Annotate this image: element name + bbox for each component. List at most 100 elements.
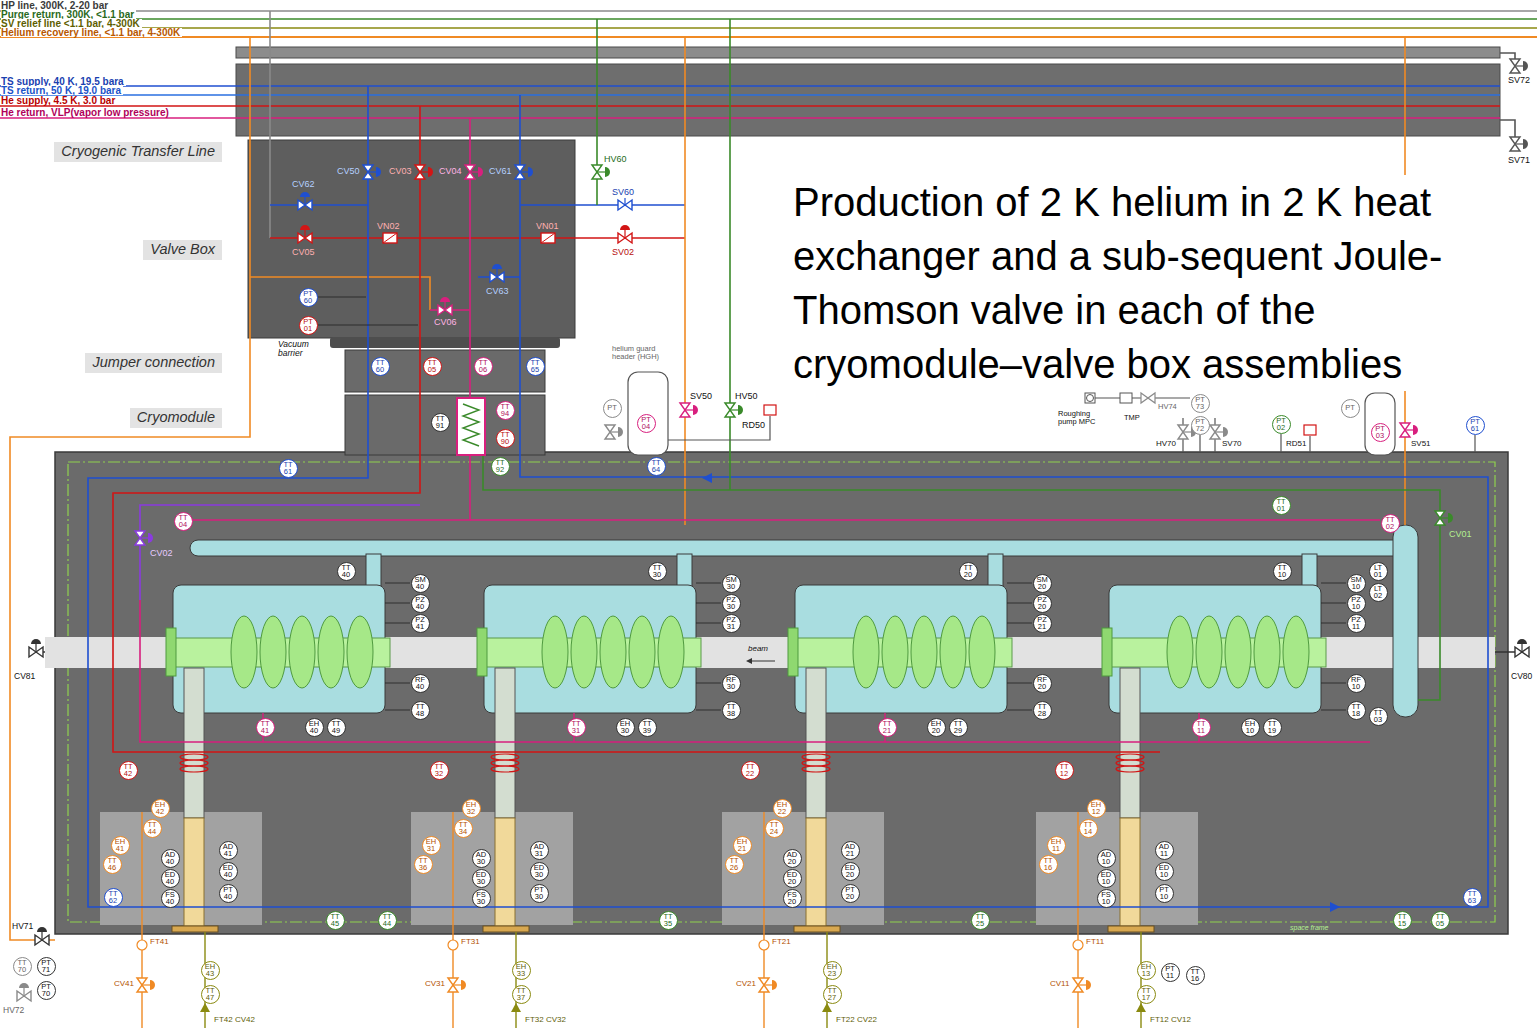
tag-label: FT32 CV32 (525, 1016, 566, 1025)
rupture-disc (764, 405, 776, 415)
instrument-tag: EH 42 (153, 801, 168, 816)
instrument-bubble: TT 12 (1055, 761, 1074, 780)
cryomodule-vessel (722, 554, 1032, 1028)
instrument-tag: TT 12 (1057, 763, 1072, 778)
flow-arrow (702, 473, 1340, 912)
instrument-tag: TT 30 (650, 564, 665, 579)
instrument-tag: TT 21 (880, 720, 895, 735)
instrument-tag: TT 20 (961, 564, 976, 579)
instrument-tag: TT 31 (569, 720, 584, 735)
instrument-bubble: PT 61 (1466, 416, 1485, 435)
instrument-tag: RF 20 (1035, 676, 1050, 691)
instrument-tag: TT 90 (498, 431, 513, 446)
tag-label: HV50 (735, 392, 758, 402)
valve-symbol (1400, 423, 1418, 437)
tag-label: SV70 (1222, 440, 1242, 449)
instrument-tag: AD 41 (221, 843, 236, 858)
instrument-bubble: PZ 21 (1033, 614, 1052, 633)
valve-box (345, 350, 545, 392)
instrument-bubble: TT 21 (878, 718, 897, 737)
tag-label: CV50 (337, 167, 360, 177)
instrument-tag: EH 30 (618, 720, 633, 735)
process-line (269, 11, 271, 238)
instrument-tag: PZ 41 (413, 616, 428, 631)
instrument-tag: EH 10 (1243, 720, 1258, 735)
tag-label: CV11 (1050, 980, 1069, 989)
instrument-bubble: PT 04 (637, 414, 656, 433)
instrument-tag: TT 26 (727, 857, 742, 872)
instrument-tag: TT 06 (476, 359, 491, 374)
instrument-bubble: AD 10 (1097, 849, 1116, 868)
instrument-bubble: TT 15 (1393, 911, 1412, 930)
instrument-tag: EH 40 (307, 720, 322, 735)
process-line (520, 204, 685, 206)
instrument-bubble: PT 20 (841, 884, 860, 903)
instrument-bubble: LT 01 (1369, 562, 1388, 581)
tag-label: SV72 (1508, 76, 1530, 86)
instrument-bubble: TT 06 (474, 357, 493, 376)
instrument-bubble: PT 11 (1161, 963, 1180, 982)
instrument-tag: EH 33 (514, 963, 529, 978)
instrument-bubble: PZ 20 (1033, 594, 1052, 613)
instrument-bubble: ED 20 (841, 862, 860, 881)
tag-label: Vacuum barrier (278, 340, 320, 359)
vacuum-pump (1120, 393, 1132, 403)
valve-symbol (605, 425, 623, 439)
instrument-tag: EH 41 (113, 838, 128, 853)
process-line (470, 519, 1380, 521)
instrument-tag: TT 91 (433, 415, 448, 430)
process-line (0, 117, 1500, 119)
instrument-bubble: TT 25 (971, 911, 990, 930)
instrument-bubble: TT 28 (1033, 701, 1052, 720)
instrument-tag: TT 27 (825, 987, 840, 1002)
instrument-tag: FS 20 (785, 891, 800, 906)
instrument-bubble: TT 03 (1369, 707, 1388, 726)
tag-label: CV03 (389, 167, 412, 177)
section-label: Valve Box (143, 240, 222, 260)
tag-label: space frame (1290, 924, 1329, 932)
instrument-bubble: TT 17 (1137, 985, 1156, 1004)
instrument-tag: FS 40 (163, 891, 178, 906)
valve-box (248, 140, 575, 338)
tag-label: CV41 (114, 980, 134, 989)
tag-label: SV60 (612, 188, 634, 198)
instrument-bubble: EH 23 (823, 961, 842, 980)
instrument-bubble: EH 20 (927, 718, 946, 737)
instrument-tag: TT 64 (649, 459, 664, 474)
valve-symbol (298, 192, 312, 210)
instrument-bubble: PZ 11 (1347, 614, 1366, 633)
instrument-tag: TT 05 (425, 359, 440, 374)
instrument-bubble: TT 18 (1347, 701, 1366, 720)
instrument-tag: AD 20 (785, 851, 800, 866)
instrument-bubble: EH 31 (422, 836, 441, 855)
valve-symbol (1210, 425, 1228, 439)
instrument-tag: TT 16 (1041, 857, 1056, 872)
instrument-tag: PZ 21 (1035, 616, 1050, 631)
instrument-tag: PZ 20 (1035, 596, 1050, 611)
process-line (43, 651, 1515, 653)
instrument-bubble: PT 40 (219, 884, 238, 903)
instrument-tag: PT 40 (221, 886, 236, 901)
instrument-tag: TT 16 (1188, 968, 1203, 983)
instrument-bubble: TT 61 (279, 459, 298, 478)
instrument-tag: TT 24 (767, 821, 782, 836)
vacuum-pump (1087, 395, 1094, 402)
instrument-bubble: SM 10 (1347, 574, 1366, 593)
process-line (0, 10, 1537, 12)
tag-label: CV81 (14, 672, 35, 681)
valve-symbol (363, 165, 381, 179)
instrument-bubble: TT 05 (1431, 911, 1450, 930)
instrument-bubble: TT 16 (1186, 966, 1205, 985)
valve-symbol (29, 639, 43, 657)
valve-symbol (438, 297, 452, 315)
instrument-tag: TT 49 (329, 720, 344, 735)
process-line (469, 118, 471, 398)
tag-label: CV04 (439, 167, 462, 177)
legend-text: TS return, 50 K, 19.0 bara (1, 86, 123, 95)
cryomodule-vessel (1393, 525, 1418, 717)
instrument-bubble: EH 33 (512, 961, 531, 980)
legend-text: HP line, 300K, 2-20 bar (1, 1, 110, 10)
tag-label: FT41 (150, 938, 169, 947)
instrument-tag: PT (1343, 404, 1358, 412)
instrument-tag: AD 31 (532, 843, 547, 858)
